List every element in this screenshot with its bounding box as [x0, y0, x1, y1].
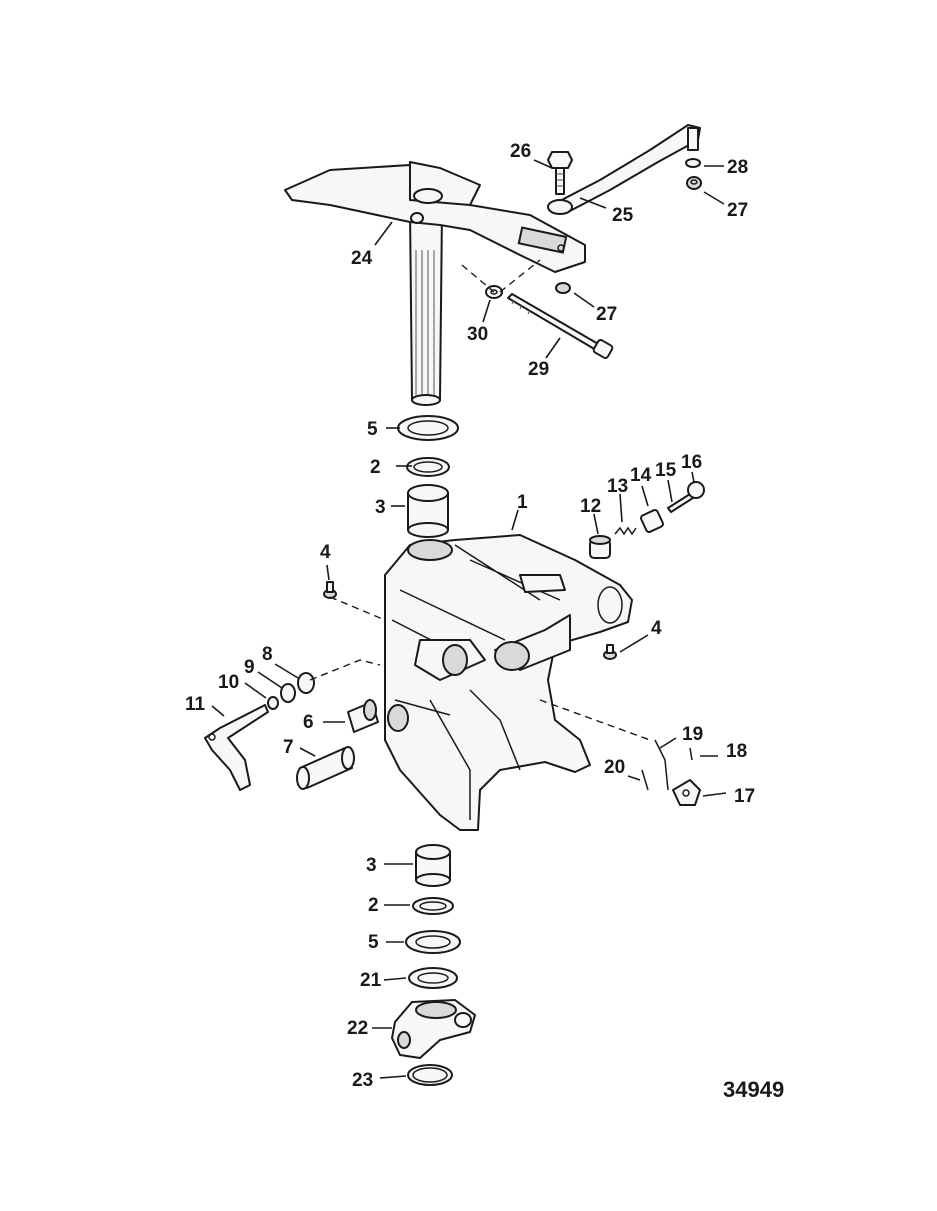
part-27-nut-upper: [686, 176, 702, 190]
part-24-swivel-shaft-arm: [284, 161, 586, 406]
part-20-pin: [641, 769, 649, 791]
part-4-grease-fitting-left: [323, 581, 337, 599]
callout-3-lower: 3: [366, 855, 377, 876]
callout-7: 7: [283, 737, 294, 758]
callout-13: 13: [607, 476, 628, 497]
callout-18: 18: [726, 741, 747, 762]
part-5-washer-upper: [397, 415, 459, 441]
part-7-sleeve: [296, 746, 355, 790]
callout-1: 1: [517, 492, 528, 513]
part-2-ring-lower: [412, 897, 454, 915]
callout-2-upper: 2: [370, 457, 381, 478]
part-18-pin: [689, 747, 693, 761]
part-13-spring: [614, 526, 637, 536]
part-3-bushing-lower: [415, 844, 451, 887]
callout-4-left: 4: [320, 542, 331, 563]
part-26-bolt: [547, 151, 573, 195]
callout-21: 21: [360, 970, 382, 991]
part-4-grease-fitting-right: [603, 644, 617, 660]
part-25-tie-bar: [547, 124, 701, 215]
part-27-nut-lower: [555, 282, 571, 294]
callout-28: 28: [727, 157, 748, 178]
callout-27-upper: 27: [727, 200, 748, 221]
part-22-steering-yoke: [391, 999, 476, 1059]
part-29-bolt: [507, 293, 614, 359]
callout-30: 30: [467, 324, 488, 345]
part-28-washer: [685, 158, 701, 168]
callout-2-lower: 2: [368, 895, 379, 916]
callout-24: 24: [351, 248, 373, 269]
callout-10: 10: [218, 672, 239, 693]
callout-5-upper: 5: [367, 419, 378, 440]
callout-27-lower: 27: [596, 304, 617, 325]
callout-23: 23: [352, 1070, 373, 1091]
assembly-line-right: [539, 699, 651, 741]
part-8-ring: [297, 672, 315, 694]
part-10-ring: [267, 696, 279, 710]
part-19-spring-clip: [654, 739, 669, 791]
leader-lines: [211, 159, 727, 1079]
part-2-ring-upper: [406, 457, 450, 477]
part-6-bushing: [347, 699, 379, 733]
callout-5-lower: 5: [368, 932, 379, 953]
callout-25: 25: [612, 205, 634, 226]
part-12-sleeve: [589, 535, 611, 559]
callout-11: 11: [185, 694, 206, 715]
callout-19: 19: [682, 724, 703, 745]
part-21-tab-washer: [408, 967, 458, 989]
assembly-line-fitting: [329, 596, 386, 621]
callout-labels: 1 2 3 4 5 6 7 8 9 10 11 12 13 14 15 16 4…: [185, 141, 784, 1102]
part-17-clamp: [672, 779, 701, 806]
assembly-line-left: [309, 659, 381, 681]
part-9-washer: [280, 683, 296, 703]
callout-6: 6: [303, 712, 314, 733]
figure-number: 34949: [723, 1077, 784, 1102]
callout-4-right: 4: [651, 618, 662, 639]
callout-26: 26: [510, 141, 531, 162]
part-11-lever-pin: [204, 704, 269, 791]
part-3-bushing-upper: [407, 484, 449, 538]
callout-15: 15: [655, 460, 677, 481]
callout-12: 12: [580, 496, 601, 517]
callout-3-upper: 3: [375, 497, 386, 518]
callout-16: 16: [681, 452, 702, 473]
part-16-cap: [687, 481, 705, 499]
assembly-line-top: [461, 259, 541, 293]
callout-14: 14: [630, 465, 652, 486]
part-1-swivel-bracket: [384, 534, 633, 831]
callout-8: 8: [262, 644, 273, 665]
callout-20: 20: [604, 757, 625, 778]
callout-17: 17: [734, 786, 755, 807]
callout-22: 22: [347, 1018, 368, 1039]
part-5-washer-lower: [405, 930, 461, 954]
part-14-bushing: [640, 509, 664, 533]
callout-9: 9: [244, 657, 255, 678]
part-23-ring: [407, 1064, 453, 1086]
callout-29: 29: [528, 359, 549, 380]
